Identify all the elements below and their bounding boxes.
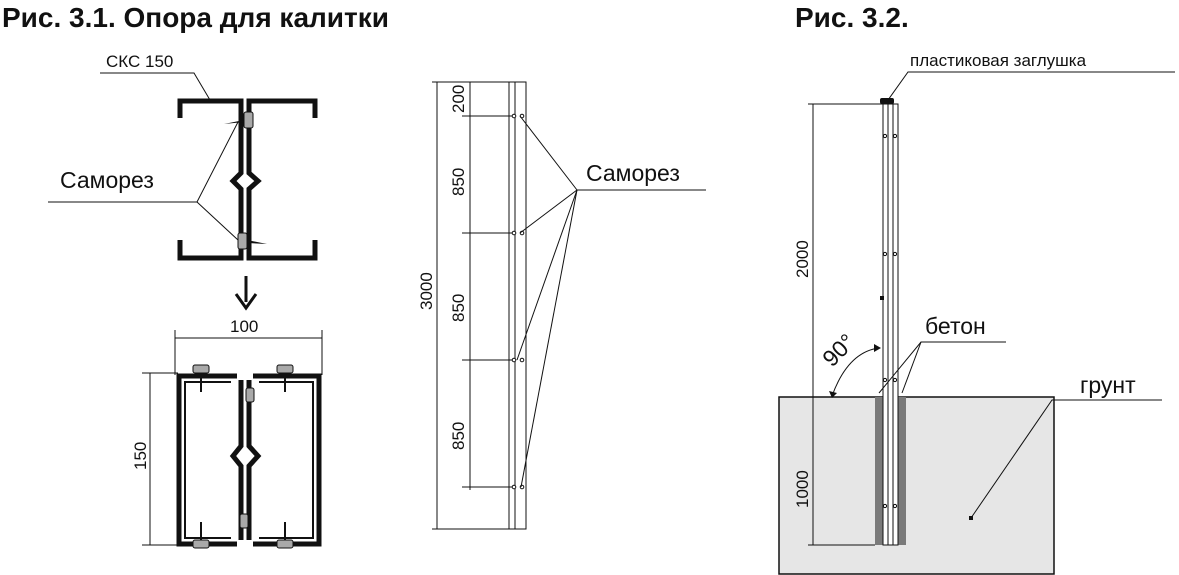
dim-850-c: 850: [449, 422, 468, 450]
section-assembled-view: 100 150: [131, 317, 323, 549]
outer-right-profile: [253, 373, 322, 547]
screw-label-right: Саморез: [586, 160, 680, 186]
screw-right-leader-3: [516, 189, 578, 361]
screw-assembly-4: [276, 539, 294, 549]
ground-block: [778, 396, 1055, 575]
screw-assembly-3: [192, 539, 210, 549]
dim-850-a: 850: [449, 168, 468, 196]
screw-assembly-2: [276, 364, 294, 374]
web-right: [246, 380, 262, 540]
screw-assembly-1: [192, 364, 210, 374]
figure2-title: Рис. 3.2.: [795, 2, 909, 33]
arrow-down-icon: [234, 293, 258, 311]
screw-assembly-5: [245, 387, 255, 403]
screw-assembly-6: [239, 513, 249, 529]
angle-arrow-left: [829, 391, 837, 398]
ground-label: грунт: [1080, 372, 1136, 398]
cap-label: пластиковая заглушка: [910, 51, 1087, 70]
cap-leader: [887, 71, 1175, 101]
ground-leader: [970, 399, 1162, 519]
web-left: [229, 380, 244, 540]
concrete-right: [898, 397, 906, 545]
ground-point: [969, 516, 973, 520]
figure1-title: Рис. 3.1. Опора для калитки: [2, 2, 389, 33]
inner-right-profile: [259, 381, 314, 539]
screw-right-leader-2: [519, 189, 578, 234]
concrete-label: бетон: [925, 313, 986, 339]
dim-200: 200: [449, 85, 468, 113]
screw-bottom: [237, 232, 248, 250]
concrete-left: [875, 397, 883, 545]
installation-view: пластиковая заглушка 2000 1000 90° бетон…: [778, 51, 1175, 575]
screw-right-leader-4: [520, 189, 578, 488]
screw-label-left: Саморез: [60, 167, 154, 193]
post: [882, 103, 899, 546]
angle-arrow-right: [874, 344, 881, 352]
concrete-leader-2: [901, 341, 922, 394]
post-outline: [508, 81, 527, 530]
screw-bottom-tip: [247, 240, 267, 244]
profile-leader: [100, 72, 211, 101]
profile-label: СКС 150: [106, 52, 173, 71]
width-dim: 100: [230, 317, 258, 336]
dim-1000: 1000: [793, 470, 812, 508]
screw-top-tip: [224, 120, 244, 124]
screw-leader-bottom: [196, 201, 239, 241]
dim-850-b: 850: [449, 294, 468, 322]
right-c-profile: [246, 98, 318, 261]
height-dim: 150: [131, 442, 150, 470]
plastic-cap: [880, 98, 894, 104]
screw-top: [243, 111, 254, 129]
dim-3000: 3000: [417, 272, 436, 310]
post-side-view: 200 850 850 850 3000 Саморез: [417, 81, 706, 530]
outer-left-profile: [176, 373, 237, 547]
level-mark: [880, 296, 884, 300]
screw-right-leader-1: [519, 115, 578, 191]
angle-label: 90°: [817, 329, 860, 372]
dim-2000: 2000: [793, 240, 812, 278]
inner-left-profile: [184, 381, 231, 539]
left-c-profile: [177, 98, 244, 261]
post-dots: [882, 133, 898, 509]
angle-arc: [831, 347, 880, 397]
section-top-view: СКС 150 Саморез: [48, 52, 318, 311]
